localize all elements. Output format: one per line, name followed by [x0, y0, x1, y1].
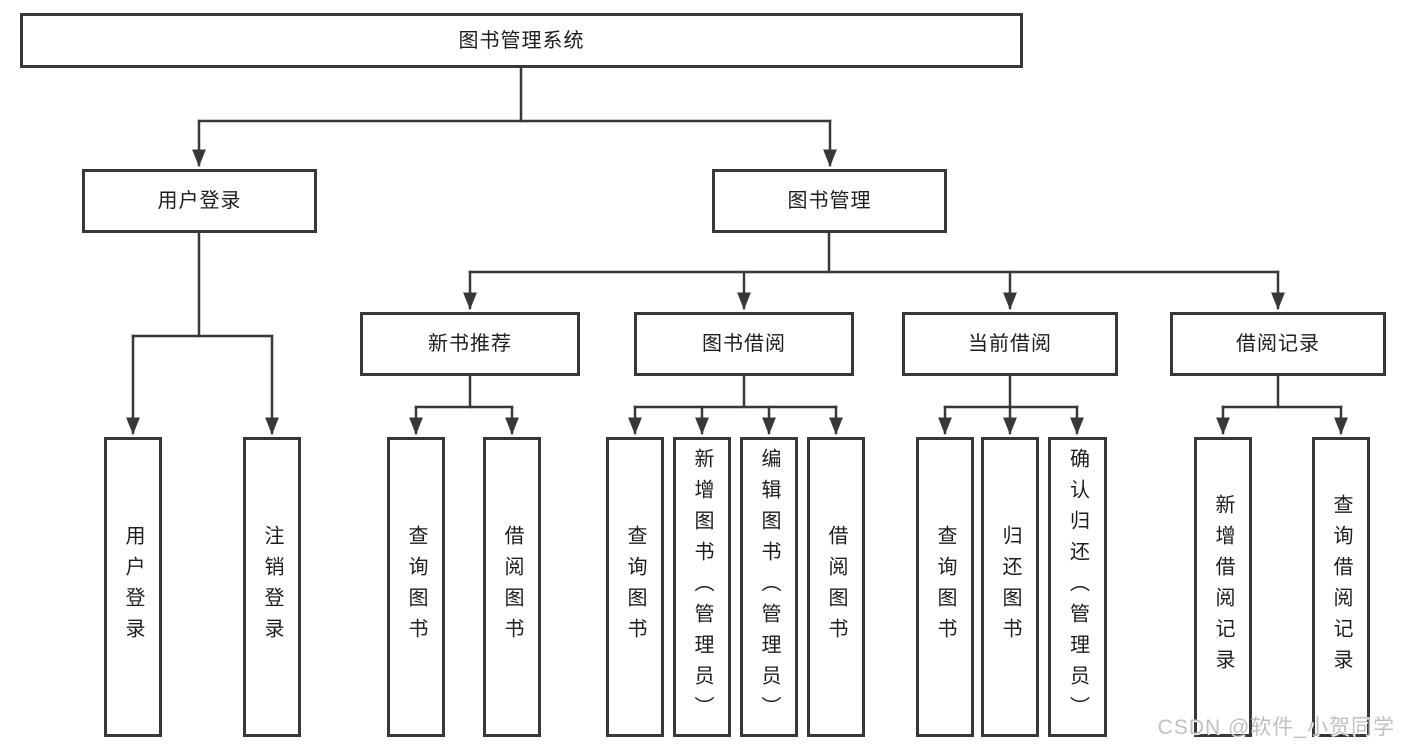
leaf-query-books-borrow: 查询图书: [606, 437, 664, 737]
node-library-system: 图书管理系统: [20, 13, 1023, 68]
node-label: 图书管理: [787, 190, 872, 212]
leaf-query-borrow-record: 查询借阅记录: [1312, 437, 1370, 737]
node-label: 新增图书（管理员）: [691, 447, 713, 727]
node-book-borrow: 图书借阅: [634, 312, 854, 376]
leaf-add-borrow-record: 新增借阅记录: [1194, 437, 1252, 737]
node-label: 编辑图书（管理员）: [758, 447, 780, 727]
node-label: 图书管理系统: [458, 29, 585, 52]
node-label: 借阅图书: [825, 525, 847, 649]
node-new-book-recommend: 新书推荐: [360, 312, 580, 376]
node-label: 查询图书: [405, 525, 427, 649]
leaf-add-book-admin: 新增图书（管理员）: [673, 437, 731, 737]
leaf-query-books-current: 查询图书: [916, 437, 974, 737]
node-label: 查询图书: [934, 525, 956, 649]
leaf-user-login: 用户登录: [104, 437, 162, 737]
leaf-borrow-book: 借阅图书: [807, 437, 865, 737]
leaf-query-books-recommend: 查询图书: [387, 437, 445, 737]
node-label: 用户登录: [122, 525, 144, 649]
node-current-borrow: 当前借阅: [902, 312, 1118, 376]
node-label: 当前借阅: [968, 333, 1052, 355]
node-label: 新增借阅记录: [1212, 494, 1234, 680]
leaf-confirm-return-admin: 确认归还（管理员）: [1048, 437, 1107, 737]
node-label: 查询图书: [624, 525, 646, 649]
node-label: 注销登录: [261, 525, 283, 649]
node-label: 用户登录: [157, 190, 242, 212]
leaf-return-book: 归还图书: [981, 437, 1039, 737]
node-user-login: 用户登录: [82, 169, 317, 233]
watermark: CSDN @软件_小贺同学: [1157, 716, 1395, 739]
leaf-logout: 注销登录: [243, 437, 301, 737]
node-label: 借阅记录: [1236, 333, 1320, 355]
node-label: 图书借阅: [702, 333, 786, 355]
leaf-borrow-book-recommend: 借阅图书: [483, 437, 541, 737]
node-label: 借阅图书: [501, 525, 523, 649]
node-borrow-records: 借阅记录: [1170, 312, 1386, 376]
leaf-edit-book-admin: 编辑图书（管理员）: [740, 437, 798, 737]
node-label: 归还图书: [999, 525, 1021, 649]
node-label: 新书推荐: [428, 333, 512, 355]
node-book-management: 图书管理: [712, 169, 947, 233]
node-label: 确认归还（管理员）: [1066, 447, 1089, 727]
node-label: 查询借阅记录: [1330, 494, 1352, 680]
